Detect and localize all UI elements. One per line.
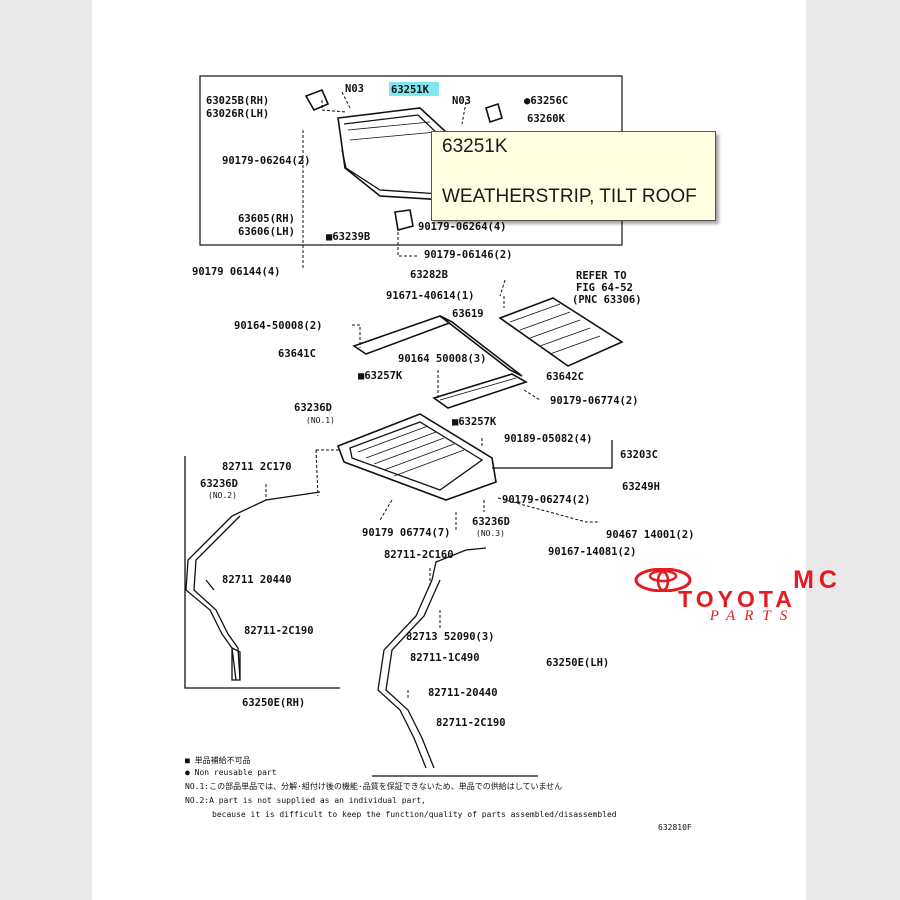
label-63236d-no3: 63236D — [472, 516, 510, 528]
label-refer-fig: FIG 64-52 — [576, 282, 633, 294]
label-63619: 63619 — [452, 308, 484, 320]
note-no2-line2: because it is difficult to keep the func… — [212, 810, 617, 819]
label-63026r: 63026R(LH) — [206, 108, 269, 120]
figure-code: 632810F — [658, 823, 692, 832]
logo-parts: PARTS — [709, 608, 797, 624]
hinge-bracket — [304, 88, 330, 112]
rh-drain-hose — [185, 515, 237, 681]
label-63203c: 63203C — [620, 449, 658, 461]
label-90164-a: 90164-50008(2) — [234, 320, 323, 332]
sunshade-panel — [498, 297, 624, 367]
label-refer-pnc: (PNC 63306) — [572, 294, 642, 306]
label-90467: 90467 14001(2) — [606, 529, 695, 541]
label-63236d-no1: 63236D — [294, 402, 332, 414]
label-n03-right: N03 — [452, 95, 471, 107]
mc-toyota-parts-logo: MC TOYOTA PARTS — [632, 566, 842, 630]
label-63250e-rh: 63250E(RH) — [242, 697, 305, 709]
label-82711-2c170: 82711 2C170 — [222, 461, 292, 473]
label-63257k-b: ■63257K — [452, 416, 497, 428]
part-highlight — [389, 82, 439, 96]
label-63641c: 63641C — [278, 348, 316, 360]
handle-bracket — [394, 209, 414, 231]
label-63025b: 63025B(RH) — [206, 95, 269, 107]
label-90179-06774-2: 90179-06774(2) — [550, 395, 639, 407]
label-63249h: 63249H — [622, 481, 660, 493]
toyota-emblem-icon — [634, 568, 692, 592]
label-63282b: 63282B — [410, 269, 448, 281]
label-63251k[interactable]: 63251K — [391, 84, 430, 96]
label-82711-20440-rh: 82711 20440 — [222, 574, 292, 586]
label-90179-06146: 90179-06146(2) — [424, 249, 513, 261]
label-82711-1c490: 82711-1C490 — [410, 652, 480, 664]
rh-hose-frame — [184, 456, 340, 689]
label-63260k: 63260K — [527, 113, 566, 125]
logo-toyota: TOYOTA — [678, 586, 796, 612]
logo-mc: MC — [793, 566, 842, 594]
label-82711-2c160: 82711-2C160 — [384, 549, 454, 561]
label-63256c: ●63256C — [524, 95, 568, 107]
note-no1-jp: NO.1:この部品単品では、分解·組付け後の機能·品質を保証できないため、単品で… — [185, 781, 562, 791]
label-90179-06264-4: 90179-06264(4) — [418, 221, 507, 233]
label-82711-2c190-lh: 82711-2C190 — [436, 717, 506, 729]
label-90179-06274: 90179-06274(2) — [502, 494, 591, 506]
label-82711-2c190-rh: 82711-2C190 — [244, 625, 314, 637]
label-no1: (NO.1) — [306, 416, 335, 425]
handle-part — [485, 102, 503, 124]
label-no2: (NO.2) — [208, 491, 237, 500]
label-63642c: 63642C — [546, 371, 584, 383]
label-no3: (NO.3) — [476, 529, 505, 538]
label-91671: 91671-40614(1) — [386, 290, 475, 302]
label-90179-06144: 90179 06144(4) — [192, 266, 281, 278]
roof-frame — [336, 413, 497, 501]
label-90164-b: 90164 50008(3) — [398, 353, 487, 365]
label-63250e-lh: 63250E(LH) — [546, 657, 609, 669]
label-63605: 63605(RH) — [238, 213, 295, 225]
label-n03-left: N03 — [345, 83, 364, 95]
label-63606: 63606(LH) — [238, 226, 295, 238]
tilt-roof-panel — [337, 107, 447, 201]
label-63236d-no2: 63236D — [200, 478, 238, 490]
note-no2-line1: NO.2:A part is not supplied as an indivi… — [185, 796, 426, 805]
label-63239b: ■63239B — [326, 231, 370, 243]
label-90189: 90189-05082(4) — [504, 433, 593, 445]
note-not-supplied-jp: ■ 単品補給不可品 — [185, 755, 251, 765]
label-90179-06774-7: 90179 06774(7) — [362, 527, 451, 539]
label-63257k-a: ■63257K — [358, 370, 403, 382]
label-90179-06264-2: 90179-06264(2) — [222, 155, 311, 167]
label-82711-20440-lh: 82711-20440 — [428, 687, 498, 699]
lh-drain-hose — [377, 579, 433, 769]
note-non-reusable: ● Non reusable part — [185, 768, 277, 777]
part-tooltip: 63251K WEATHERSTRIP, TILT ROOF — [431, 131, 716, 221]
label-refer-to: REFER TO — [576, 270, 627, 282]
front-rail-panel — [352, 315, 523, 377]
label-90167: 90167-14081(2) — [548, 546, 637, 558]
tooltip-part-number: 63251K — [442, 136, 508, 157]
rear-rail-panel — [432, 373, 528, 409]
tooltip-part-name: WEATHERSTRIP, TILT ROOF — [442, 186, 697, 207]
label-82713: 82713 52090(3) — [406, 631, 495, 643]
